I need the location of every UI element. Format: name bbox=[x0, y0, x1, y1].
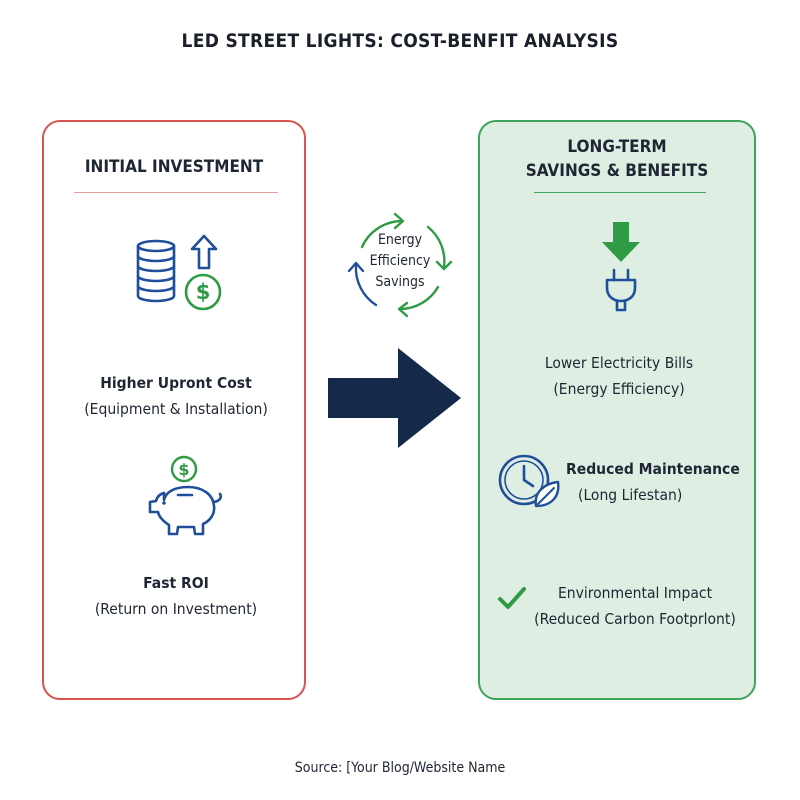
environmental-impact-subtitle: (Reduced Carbon Footprlont) bbox=[534, 610, 736, 628]
initial-investment-heading: INITIAL INVESTMENT bbox=[84, 157, 264, 177]
environmental-impact-title: Environmental Impact bbox=[557, 584, 713, 602]
higher-upfront-cost-label: Higher Upront Cost (Equipment & Installa… bbox=[44, 370, 308, 422]
down-arrow-plug-icon bbox=[602, 222, 640, 312]
check-icon bbox=[498, 587, 526, 609]
fast-roi-label: Fast ROI (Return on Investment) bbox=[44, 570, 308, 622]
energy-cycle-icon bbox=[347, 212, 453, 318]
fast-roi-subtitle: (Return on Investment) bbox=[94, 600, 258, 618]
clock-leaf-icon bbox=[498, 454, 560, 508]
page-title: LED STREET LIGHTS: COST-BENFIT ANALYSIS bbox=[181, 30, 619, 52]
reduced-maintenance-title: Reduced Maintenance bbox=[566, 460, 740, 478]
lower-electricity-bills-label: Lower Electricity Bills (Energy Efficien… bbox=[480, 350, 758, 402]
source-caption: Source: [Your Blog/Website Name bbox=[294, 760, 506, 776]
heading-divider bbox=[74, 192, 278, 193]
lower-electricity-bills-subtitle: (Energy Efficiency) bbox=[553, 380, 685, 398]
piggy-bank-icon: $ bbox=[148, 455, 223, 536]
higher-upfront-cost-subtitle: (Equipment & Installation) bbox=[84, 400, 268, 418]
higher-upfront-cost-title: Higher Upront Cost bbox=[100, 374, 252, 392]
heading-line-1: LONG-TERM bbox=[567, 137, 667, 157]
right-arrow-icon bbox=[328, 348, 461, 448]
environmental-impact-label: Environmental Impact (Reduced Carbon Foo… bbox=[520, 580, 750, 632]
cycle-line-2: Efficiency bbox=[369, 253, 431, 269]
initial-investment-panel: INITIAL INVESTMENT $ Higher Upront Cost … bbox=[42, 120, 306, 700]
svg-text:$: $ bbox=[178, 460, 189, 479]
energy-efficiency-savings-label: Energy Efficiency Savings bbox=[340, 230, 460, 293]
reduced-maintenance-subtitle: (Long Lifestan) bbox=[578, 486, 683, 504]
lower-electricity-bills-title: Lower Electricity Bills bbox=[544, 354, 694, 372]
svg-text:$: $ bbox=[196, 280, 211, 304]
coins-dollar-up-icon: $ bbox=[136, 234, 222, 311]
heading-line-2: SAVINGS & BENEFITS bbox=[525, 161, 709, 181]
cycle-line-3: Savings bbox=[375, 274, 425, 290]
long-term-savings-heading: LONG-TERM SAVINGS & BENEFITS bbox=[480, 135, 754, 183]
cycle-line-1: Energy bbox=[377, 232, 423, 248]
reduced-maintenance-label: Reduced Maintenance (Long Lifestan) bbox=[566, 456, 744, 508]
long-term-savings-panel: LONG-TERM SAVINGS & BENEFITS Lower Elect… bbox=[478, 120, 756, 700]
heading-divider bbox=[534, 192, 706, 193]
fast-roi-title: Fast ROI bbox=[143, 574, 209, 592]
